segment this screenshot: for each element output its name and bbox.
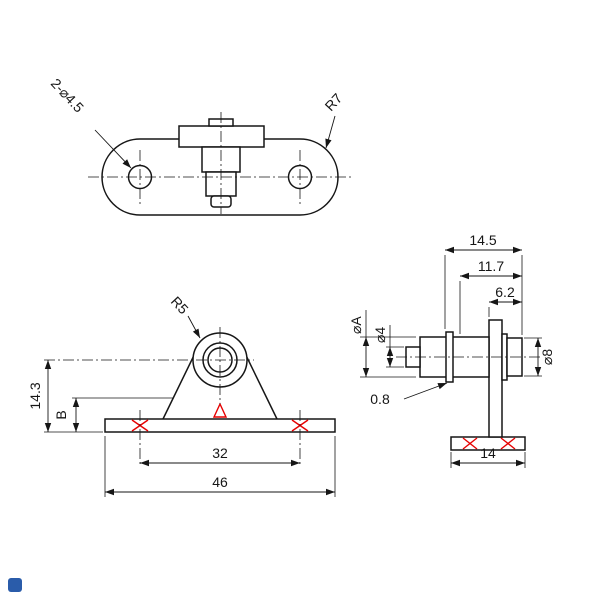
base-depth-label: 14 <box>480 445 496 461</box>
hole-callout-label: 2-⌀4.5 <box>48 75 87 116</box>
leader-hole-callout <box>94 129 132 169</box>
leader-boss-radius <box>187 315 201 339</box>
upright-plate-side <box>488 319 503 438</box>
center-mark-arrow <box>212 402 228 418</box>
len-head-label: 6.2 <box>495 284 515 300</box>
front-view: 14.3 B 32 46 R5 <box>27 293 336 497</box>
dia-tip-label: ⌀4 <box>372 327 388 343</box>
boss-flange-top <box>178 125 265 148</box>
clip-thickness-label: 0.8 <box>370 391 390 407</box>
end-radius-label: R7 <box>321 90 345 114</box>
leader-end-radius <box>325 115 336 149</box>
len-total-label: 14.5 <box>469 232 496 248</box>
dia-a-label: ⌀A <box>348 316 364 334</box>
boss-radius-label: R5 <box>168 293 192 317</box>
leader-clip-thickness <box>403 382 448 400</box>
top-view: 2-⌀4.5 R7 <box>48 75 352 216</box>
weld-mark-side-right <box>500 437 516 450</box>
dim-b-label: B <box>53 410 69 419</box>
dia-head-label: ⌀8 <box>539 349 555 365</box>
base-plate-side <box>450 436 526 451</box>
weld-mark-side-left <box>462 437 478 450</box>
overall-width-label: 46 <box>212 474 228 490</box>
side-view: 14.5 11.7 6.2 ⌀A ⌀4 ⌀8 0.8 14 <box>348 232 555 468</box>
height-label: 14.3 <box>27 382 43 409</box>
len-mid-label: 11.7 <box>478 258 504 274</box>
hole-spacing-label: 32 <box>212 445 228 461</box>
watermark-logo-icon <box>8 578 22 592</box>
base-plate-front <box>104 418 336 433</box>
